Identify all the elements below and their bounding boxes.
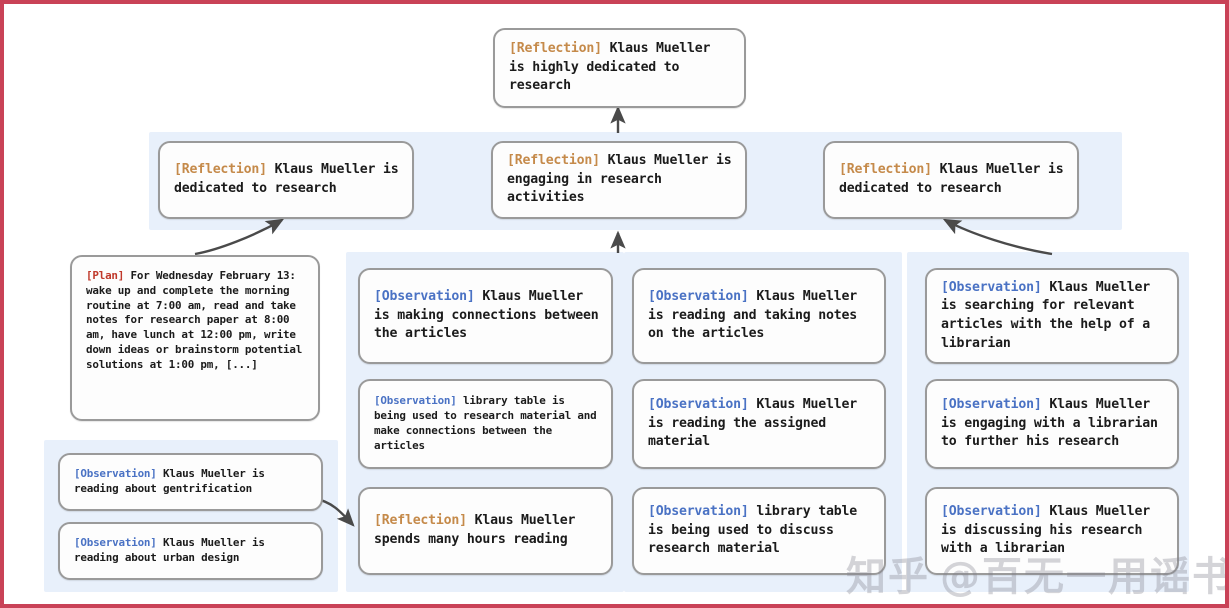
zhihu-watermark: 知乎@百无一用谣书生 [846,544,1225,602]
node-column-c-1[interactable]: [Observation] Klaus Mueller is searching… [925,268,1179,364]
column-a-2-text: library table is being used to research … [374,394,597,452]
root-tag: [Reflection] [509,40,602,56]
column-b-1-text: Klaus Mueller is reading and taking note… [648,288,857,342]
column-b-2-tag: [Observation] [648,396,749,412]
reflection-2-text: Klaus Mueller is engaging in research ac… [507,152,732,206]
column-c-1-tag: [Observation] [941,279,1042,295]
node-root-reflection[interactable]: [Reflection] Klaus Mueller is highly ded… [493,28,746,108]
column-b-3-text: library table is being used to discuss r… [648,503,857,557]
left-observation-2-text: Klaus Mueller is reading about urban des… [74,536,265,564]
plan-text: For Wednesday February 13: wake up and c… [86,269,303,371]
left-observation-1-tag: [Observation] [74,467,157,481]
column-a-3-text: Klaus Mueller spends many hours reading [374,513,576,547]
column-b-3-tag: [Observation] [648,503,749,519]
column-a-1-tag: [Observation] [374,288,475,304]
node-column-b-1[interactable]: [Observation] Klaus Mueller is reading a… [632,268,886,364]
reflection-3-tag: [Reflection] [839,162,932,178]
node-column-a-1[interactable]: [Observation] Klaus Mueller is making co… [358,268,613,364]
node-column-a-2[interactable]: [Observation] library table is being use… [358,379,613,469]
watermark-right: @百无一用谣书生 [940,554,1225,600]
node-column-b-3[interactable]: [Observation] library table is being use… [632,487,886,575]
plan-tag: [Plan] [86,269,125,282]
left-observation-1-text: Klaus Mueller is reading about gentrific… [74,467,265,495]
node-reflection-2[interactable]: [Reflection] Klaus Mueller is engaging i… [491,141,747,219]
watermark-left: 知乎 [846,554,930,600]
node-column-a-3[interactable]: [Reflection] Klaus Mueller spends many h… [358,487,613,575]
column-c-2-tag: [Observation] [941,396,1042,412]
column-a-2-tag: [Observation] [374,394,457,408]
reflection-2-tag: [Reflection] [507,152,600,168]
reflection-1-text: Klaus Mueller is dedicated to research [174,162,399,196]
node-column-c-3[interactable]: [Observation] Klaus Mueller is discussin… [925,487,1179,575]
column-c-2-text: Klaus Mueller is engaging with a librari… [941,396,1158,450]
column-a-1-text: Klaus Mueller is making connections betw… [374,288,599,342]
column-c-3-text: Klaus Mueller is discussing his research… [941,503,1150,557]
left-observation-2-tag: [Observation] [74,536,157,550]
reflection-3-text: Klaus Mueller is dedicated to research [839,162,1064,196]
column-b-1-tag: [Observation] [648,288,749,304]
node-left-observation-2[interactable]: [Observation] Klaus Mueller is reading a… [58,522,323,580]
column-c-3-tag: [Observation] [941,503,1042,519]
node-reflection-1[interactable]: [Reflection] Klaus Mueller is dedicated … [158,141,414,219]
node-column-c-2[interactable]: [Observation] Klaus Mueller is engaging … [925,379,1179,469]
node-reflection-3[interactable]: [Reflection] Klaus Mueller is dedicated … [823,141,1079,219]
node-column-b-2[interactable]: [Observation] Klaus Mueller is reading t… [632,379,886,469]
column-a-3-tag: [Reflection] [374,513,467,529]
column-b-2-text: Klaus Mueller is reading the assigned ma… [648,396,857,450]
column-c-1-text: Klaus Mueller is searching for relevant … [941,279,1150,351]
node-left-observation-1[interactable]: [Observation] Klaus Mueller is reading a… [58,453,323,511]
node-plan[interactable]: [Plan] For Wednesday February 13: wake u… [70,255,320,421]
reflection-1-tag: [Reflection] [174,162,267,178]
root-text: Klaus Mueller is highly dedicated to res… [509,40,711,94]
